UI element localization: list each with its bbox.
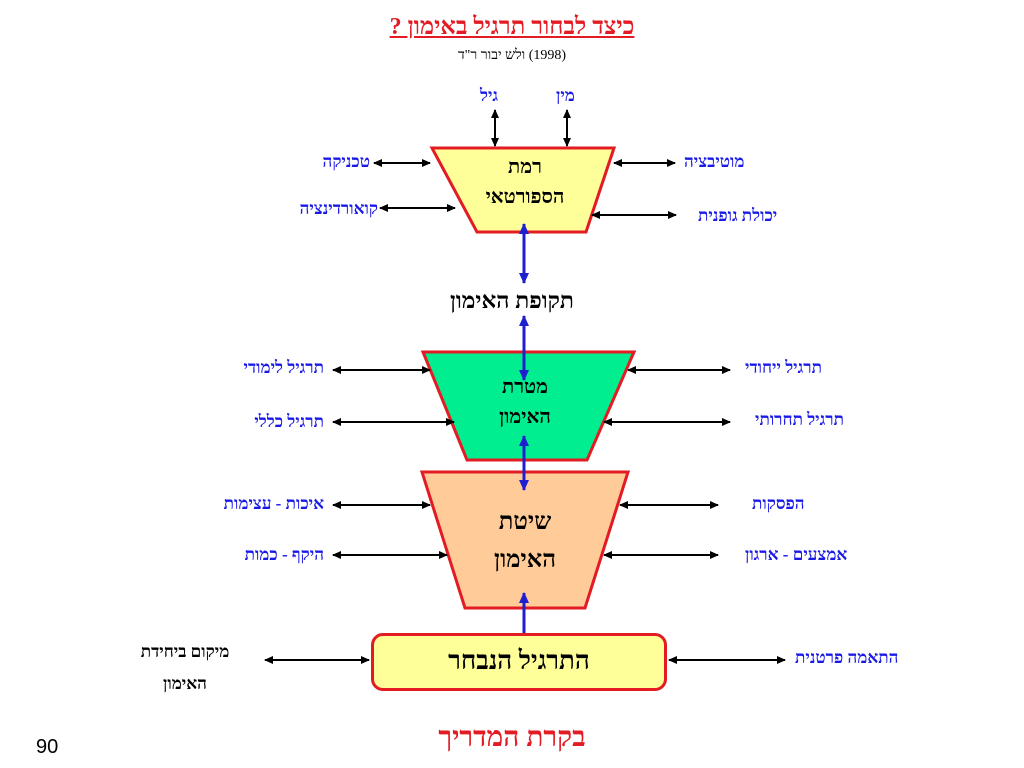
- training-method-line1: שיטת: [498, 509, 552, 535]
- page-number: 90: [36, 736, 59, 758]
- page-title: כיצד לבחור תרגיל באימון ?: [389, 14, 635, 40]
- training-goal-line1: מטרת: [502, 376, 548, 398]
- training-goal-label: מטרת האימון: [470, 372, 580, 432]
- age-label: גיל: [480, 86, 499, 105]
- training-method-label: שיטת האימון: [465, 503, 585, 579]
- volume-quantity-label: היקף - כמות: [244, 545, 324, 564]
- means-organization-label: אמצעים - ארגון: [745, 545, 848, 564]
- breaks-label: הפסקות: [752, 494, 805, 513]
- placement-line1: מיקום ביחידת: [140, 642, 230, 661]
- placement-label: מיקום ביחידת האימון: [100, 636, 270, 700]
- author-citation: ד"ר רובי שלו (1998): [457, 48, 567, 63]
- sport-level-label: רמת הספורטאי: [470, 152, 580, 212]
- sport-level-shape: [429, 146, 617, 234]
- personal-fit-label: התאמה פרטנית: [795, 648, 899, 667]
- chosen-exercise-box: [371, 633, 667, 691]
- fitness-label: יכולת גופנית: [698, 206, 778, 225]
- training-method-line2: האימון: [494, 547, 556, 573]
- quality-intensity-label: איכות - עצימות: [223, 494, 324, 513]
- chosen-exercise-label: התרגיל הנבחר: [448, 646, 590, 675]
- training-goal-line2: האימון: [499, 406, 551, 428]
- learning-exercise-label: תרגיל לימודי: [243, 358, 324, 377]
- training-method-shape: [419, 470, 631, 610]
- competitive-exercise-label: תרגיל תחרותי: [755, 410, 844, 429]
- gender-label: מין: [556, 86, 575, 105]
- general-exercise-label: תרגיל כללי: [254, 412, 324, 431]
- training-period-label: תקופת האימון: [450, 288, 574, 313]
- motivation-label: מוטיבציה: [684, 152, 745, 171]
- instructor-control-label: בקרת המדריך: [438, 722, 586, 753]
- sport-level-line1: רמת: [508, 156, 542, 178]
- coordination-label: קואורדינציה: [299, 199, 378, 218]
- placement-line2: האימון: [163, 674, 207, 693]
- sport-level-line2: הספורטאי: [485, 186, 565, 208]
- specific-exercise-label: תרגיל ייחודי: [745, 358, 822, 377]
- technique-label: טכניקה: [322, 152, 370, 171]
